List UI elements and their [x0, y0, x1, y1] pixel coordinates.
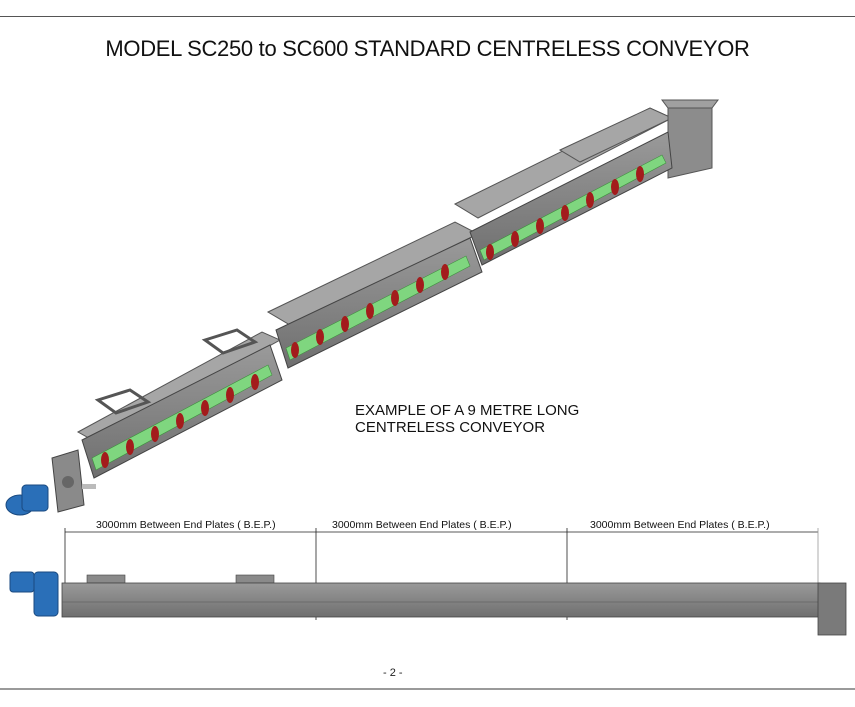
inlet-frames: [94, 328, 259, 415]
illustration-caption: EXAMPLE OF A 9 METRE LONG CENTRELESS CON…: [355, 402, 579, 436]
dimension-label-2: 3000mm Between End Plates ( B.E.P.): [332, 519, 512, 531]
spiral-flights: [101, 166, 644, 468]
page-number: - 2 -: [383, 667, 403, 679]
caption-line-2: CENTRELESS CONVEYOR: [355, 419, 546, 436]
side-view: [9, 528, 847, 636]
lid-plates: [76, 107, 674, 443]
top-rule: [0, 16, 855, 17]
motor-gearbox-iso: [5, 484, 49, 516]
caption-line-1: EXAMPLE OF A 9 METRE LONG: [355, 402, 580, 419]
bottom-rule: [0, 688, 855, 690]
end-plate: [51, 449, 96, 513]
page-title: MODEL SC250 to SC600 STANDARD CENTRELESS…: [105, 36, 750, 61]
dimension-label-1: 3000mm Between End Plates ( B.E.P.): [96, 519, 276, 531]
dimension-label-3: 3000mm Between End Plates ( B.E.P.): [590, 519, 770, 531]
